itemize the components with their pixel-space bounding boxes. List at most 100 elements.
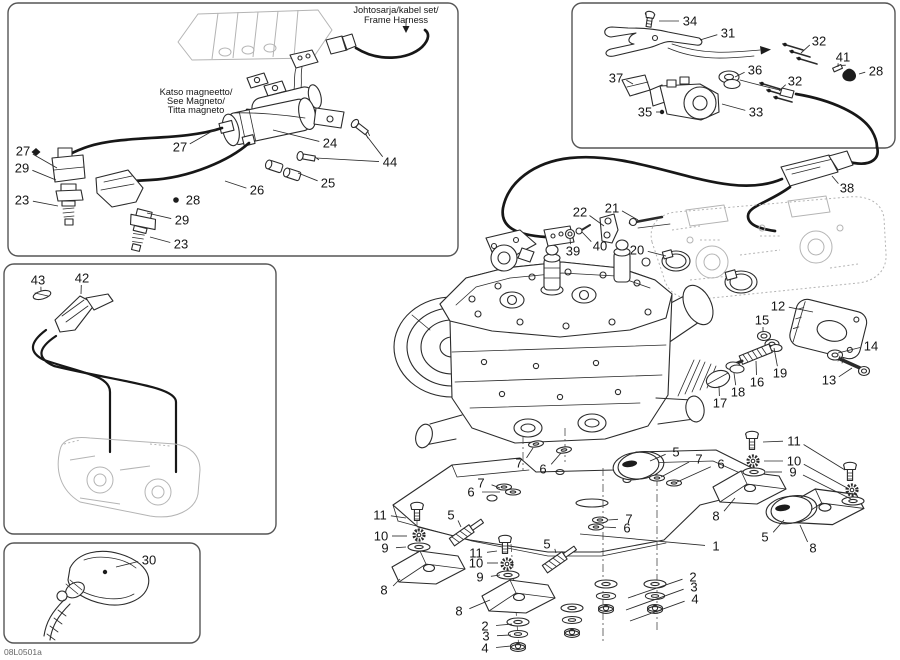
leader-line (496, 634, 512, 637)
callout-42: 42 (75, 271, 89, 286)
tether-key-art (43, 550, 150, 641)
leader-line (803, 463, 850, 490)
cylinder-block (439, 261, 673, 444)
head-bolts (468, 268, 652, 401)
callout-11: 11 (469, 546, 483, 561)
leader-line (469, 599, 491, 610)
callout-32: 32 (812, 34, 826, 49)
callout-23: 23 (15, 193, 29, 208)
right-stub (655, 395, 705, 425)
callout-15: 15 (755, 313, 769, 328)
callout-9: 9 (381, 541, 388, 556)
callout-7: 7 (477, 476, 484, 491)
callout-9: 9 (789, 465, 796, 480)
callout-37: 37 (609, 71, 623, 86)
callout-5: 5 (543, 537, 550, 552)
spark-plug-2-art (129, 208, 157, 252)
callout-10: 10 (374, 529, 388, 544)
dot-marker-icon (173, 197, 179, 203)
carburetor-phantom-art (650, 195, 887, 300)
leader-line (32, 200, 59, 207)
callout-16: 16 (750, 375, 764, 390)
cdi-module-art (177, 9, 333, 61)
leader-line (799, 524, 808, 543)
leader-line (733, 372, 737, 386)
switch-bracket (621, 74, 651, 97)
callout-33: 33 (749, 105, 763, 120)
magneto-note-line2: See Magneto/ (167, 96, 225, 106)
callout-39: 39 (566, 244, 580, 259)
leader-line (486, 550, 498, 553)
callout-20: 20 (630, 243, 644, 258)
leader-line (550, 452, 562, 465)
leader-line (837, 347, 861, 354)
panel-switch-box (571, 2, 896, 149)
leader-line (115, 561, 139, 568)
leader-line (838, 367, 853, 378)
callout-2: 2 (689, 570, 696, 585)
callout-4: 4 (691, 592, 698, 607)
switch-box-art (604, 10, 879, 149)
callout-9: 9 (476, 570, 483, 585)
leader-line (579, 533, 706, 546)
callout-7: 7 (625, 512, 632, 527)
leader-line (676, 466, 711, 483)
cable-tie-set-upper (782, 42, 818, 65)
leader-line (395, 546, 407, 549)
callout-3: 3 (482, 629, 489, 644)
callout-10: 10 (469, 556, 483, 571)
spark-plug-cap-2-art (95, 169, 144, 208)
callout-6: 6 (467, 485, 474, 500)
callout-38: 38 (840, 181, 854, 196)
harness-connectors-art (246, 18, 430, 116)
magneto-note-leader (232, 112, 306, 119)
rubber-cap (842, 68, 857, 82)
callout-28: 28 (869, 64, 883, 79)
callout-35: 35 (638, 105, 652, 120)
leader-line (858, 71, 866, 75)
callout-43: 43 (31, 273, 45, 288)
callout-8: 8 (455, 604, 462, 619)
callout-10: 10 (787, 454, 801, 469)
callout-7: 7 (515, 456, 522, 471)
leader-line (649, 453, 666, 462)
leader-line (224, 180, 247, 189)
callout-36: 36 (748, 63, 762, 78)
callout-41: 41 (836, 50, 850, 65)
leader-line (315, 157, 380, 163)
leader-line (831, 175, 839, 184)
leader-line (392, 578, 401, 587)
leader-line (762, 440, 784, 443)
leader-line (495, 645, 512, 648)
hose-clamps (661, 249, 758, 294)
sensor-body (54, 295, 96, 333)
leader-line (149, 236, 171, 243)
callout-5: 5 (672, 445, 679, 460)
sensor-box-art (31, 289, 201, 518)
leader-line (621, 210, 639, 221)
callout-34: 34 (683, 14, 697, 29)
callout-28: 28 (186, 193, 200, 208)
engine-bracket (391, 550, 466, 585)
callout-8: 8 (380, 583, 387, 598)
leader-line (625, 588, 684, 611)
callout-18: 18 (731, 385, 745, 400)
panel-sensor-box (3, 263, 277, 535)
drawing-id: 08L0501a (4, 647, 42, 657)
cable-clamps-art (264, 159, 302, 182)
exhaust-fins (677, 359, 717, 397)
top-stud-2 (613, 239, 651, 283)
callout-8: 8 (809, 541, 816, 556)
leader-line (721, 103, 746, 111)
leader-line (32, 153, 58, 169)
leader-line (755, 360, 757, 376)
leader-line (365, 134, 384, 158)
leader-line (772, 519, 785, 533)
callout-6: 6 (539, 462, 546, 477)
small-hardware-21-22-39-40 (564, 213, 671, 244)
panel-frames (3, 2, 896, 644)
frame-harness-note-line1: Johtosarja/kabel set/ (353, 5, 439, 15)
leader-line (788, 306, 814, 313)
